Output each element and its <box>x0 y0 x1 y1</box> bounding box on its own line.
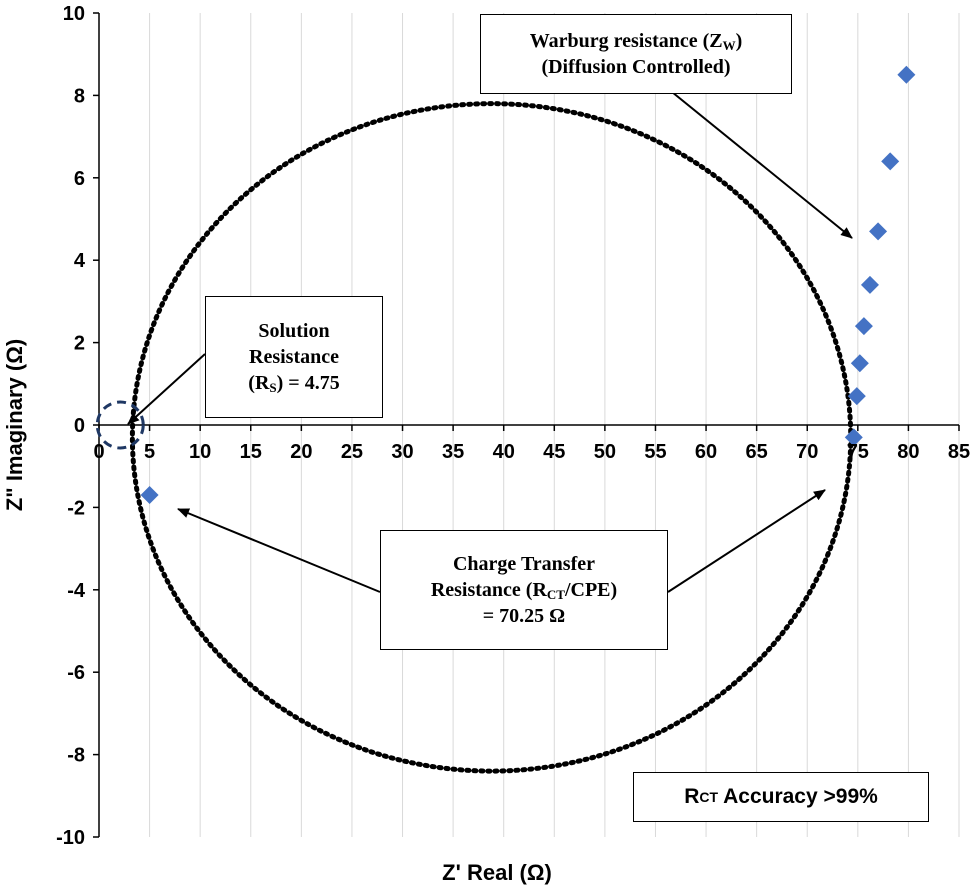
data-point <box>844 428 863 447</box>
solution-arrow <box>127 353 206 425</box>
solution-line2: Resistance <box>249 345 339 368</box>
data-point <box>860 275 879 294</box>
x-tick-label: 60 <box>695 441 717 463</box>
x-tick-label: 75 <box>847 441 869 463</box>
x-tick-label: 15 <box>240 441 262 463</box>
x-tick-label: 65 <box>746 441 768 463</box>
y-tick-label: 4 <box>74 250 86 272</box>
data-point <box>847 387 866 406</box>
solution-line1: Solution <box>258 319 330 342</box>
fitted-circle <box>129 101 854 774</box>
rs-circle <box>95 400 145 450</box>
charge-arrow-right <box>667 489 826 593</box>
x-tick-label: 35 <box>442 441 464 463</box>
x-tick-label: 25 <box>341 441 363 463</box>
y-tick-label: -4 <box>67 580 86 602</box>
warburg-line1: Warburg resistance (Z <box>529 29 723 52</box>
data-point <box>897 65 916 84</box>
y-axis-title: Z" Imaginary (Ω) <box>2 339 27 511</box>
axes <box>93 12 960 838</box>
data-point <box>854 317 873 336</box>
y-tick-label: 6 <box>74 168 85 190</box>
overlays <box>95 91 854 774</box>
warburg-arrow <box>671 91 853 239</box>
y-tick-label: -2 <box>67 497 85 519</box>
y-tick-label: 10 <box>63 3 85 25</box>
y-tick-label: 2 <box>74 333 85 355</box>
data-point <box>850 354 869 373</box>
charge-arrow-left <box>177 508 381 593</box>
charge-sub: CT <box>546 586 565 602</box>
charge-line2-post: /CPE) <box>564 578 618 601</box>
x-tick-label: 10 <box>189 441 211 463</box>
y-tick-label: 0 <box>74 415 85 437</box>
x-tick-label: 5 <box>144 441 155 463</box>
x-tick-label: 70 <box>796 441 818 463</box>
x-tick-label: 85 <box>948 441 970 463</box>
warburg-annotation: Warburg resistance (ZW) (Diffusion Contr… <box>480 14 792 94</box>
solution-line3-post: ) = 4.75 <box>276 371 340 394</box>
charge-line2-pre: Resistance (R <box>430 578 547 601</box>
y-tick-label: -6 <box>67 662 85 684</box>
x-tick-label: 45 <box>543 441 565 463</box>
solution-line3-pre: (R <box>248 371 270 394</box>
accuracy-post: Accuracy >99% <box>718 785 878 808</box>
x-axis-title: Z' Real (Ω) <box>442 860 552 885</box>
solution-resistance-annotation: Solution Resistance (RS) = 4.75 <box>205 296 383 418</box>
warburg-line2: (Diffusion Controlled) <box>541 56 731 79</box>
y-tick-label: -8 <box>67 745 85 767</box>
y-tick-label: 8 <box>74 85 85 107</box>
warburg-sub: W <box>722 37 736 53</box>
y-tick-label: -10 <box>56 827 85 849</box>
data-point <box>869 222 888 241</box>
data-points <box>140 65 916 505</box>
x-tick-label: 0 <box>93 441 104 463</box>
charge-line1: Charge Transfer <box>452 552 595 575</box>
x-tick-label: 40 <box>493 441 515 463</box>
x-tick-label: 55 <box>644 441 666 463</box>
charge-transfer-annotation: Charge Transfer Resistance (RCT/CPE) = 7… <box>380 530 668 650</box>
accuracy-sub: CT <box>699 789 719 805</box>
x-tick-label: 50 <box>594 441 616 463</box>
x-tick-label: 30 <box>391 441 413 463</box>
warburg-line1-end: ) <box>735 29 743 52</box>
data-point <box>140 486 159 505</box>
accuracy-pre: R <box>684 785 700 808</box>
data-point <box>881 152 900 171</box>
solution-sub: S <box>269 379 277 395</box>
x-tick-label: 80 <box>897 441 919 463</box>
charge-line3: = 70.25 Ω <box>482 605 566 628</box>
x-tick-label: 20 <box>290 441 312 463</box>
